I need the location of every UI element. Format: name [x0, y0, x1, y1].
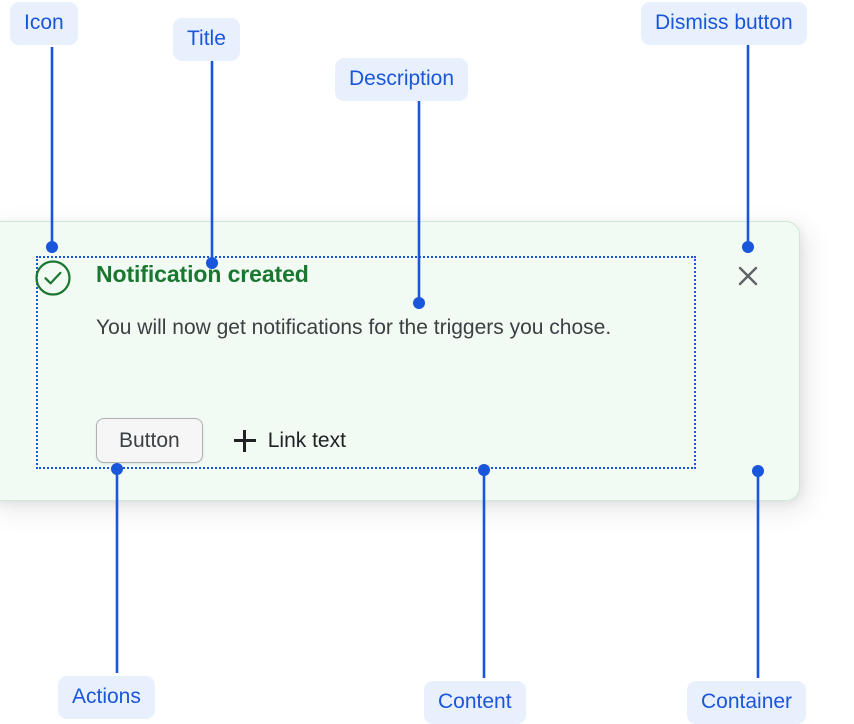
annotation-label-dismiss-button: Dismiss button — [641, 2, 807, 45]
notification-title: Notification created — [96, 261, 309, 287]
annotation-label-container: Container — [687, 681, 807, 724]
close-icon — [735, 263, 761, 292]
primary-button[interactable]: Button — [96, 418, 203, 463]
link-text-label: Link text — [267, 429, 346, 452]
annotation-label-content: Content — [424, 681, 526, 724]
annotation-label-title: Title — [173, 18, 240, 61]
add-link-action[interactable]: Link text — [233, 429, 346, 452]
annotation-label-actions: Actions — [58, 676, 155, 719]
notification-actions: Button Link text — [96, 418, 346, 463]
plus-icon — [233, 429, 256, 452]
annotation-label-icon: Icon — [10, 2, 78, 45]
notification-description: You will now get notifications for the t… — [96, 316, 612, 339]
annotation-label-description: Description — [335, 58, 469, 101]
content-region-outline — [36, 256, 696, 469]
dismiss-button[interactable] — [730, 259, 766, 295]
check-circle-icon — [34, 259, 72, 297]
